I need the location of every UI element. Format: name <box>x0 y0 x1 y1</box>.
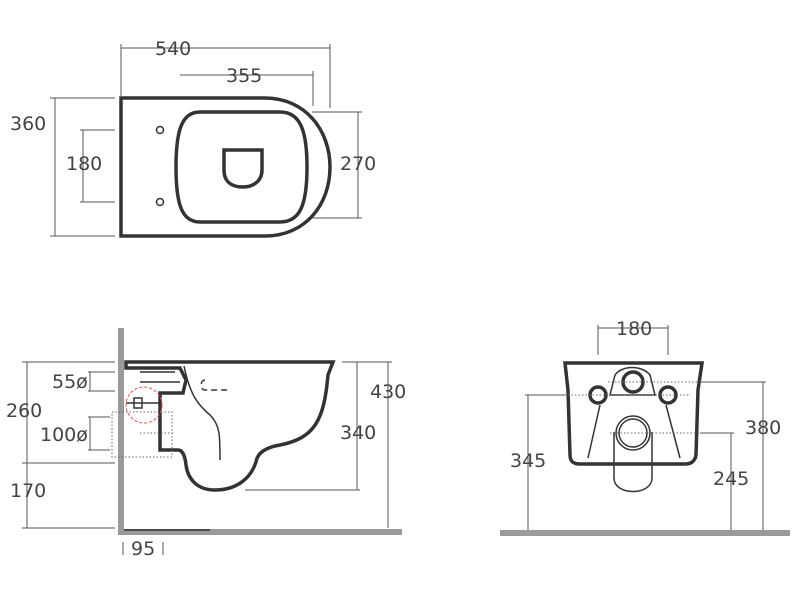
outlet-spigot <box>613 432 653 493</box>
wall <box>118 328 124 534</box>
dim-inlet-diameter: 55ø <box>52 371 88 393</box>
floor <box>118 529 402 535</box>
dim-front-inlet-height: 345 <box>510 450 546 472</box>
dim-outlet-height: 170 <box>10 480 46 502</box>
side-view: 430 340 260 170 55ø 100ø 95 <box>6 328 406 560</box>
detail-marker <box>125 386 163 424</box>
dim-inlet-height: 260 <box>6 400 42 422</box>
fixing-hole <box>155 197 165 207</box>
dim-overall-length: 540 <box>155 38 191 60</box>
dim-fixing-spacing: 180 <box>66 153 102 175</box>
bowl-outline-side <box>124 360 336 492</box>
dim-outlet-diameter: 100ø <box>40 424 88 446</box>
dim-seat-length: 355 <box>226 65 262 87</box>
fixing-hole <box>155 125 165 135</box>
dim-top-height: 430 <box>370 381 406 403</box>
flush-dashes <box>200 379 230 391</box>
dim-seat-width: 270 <box>340 153 376 175</box>
dim-fixing-height: 380 <box>745 417 781 439</box>
dim-wall-offset: 95 <box>131 538 155 560</box>
dim-front-outlet-height: 245 <box>713 468 749 490</box>
dim-bowl-depth: 340 <box>340 422 376 444</box>
rim-flush-outlet <box>222 148 264 189</box>
front-view: 180 380 345 245 <box>500 318 790 536</box>
floor <box>500 530 790 536</box>
dim-front-fixing-spacing: 180 <box>616 318 652 340</box>
dim-overall-width: 360 <box>10 113 46 135</box>
top-view: 540 355 360 180 270 <box>10 38 376 238</box>
